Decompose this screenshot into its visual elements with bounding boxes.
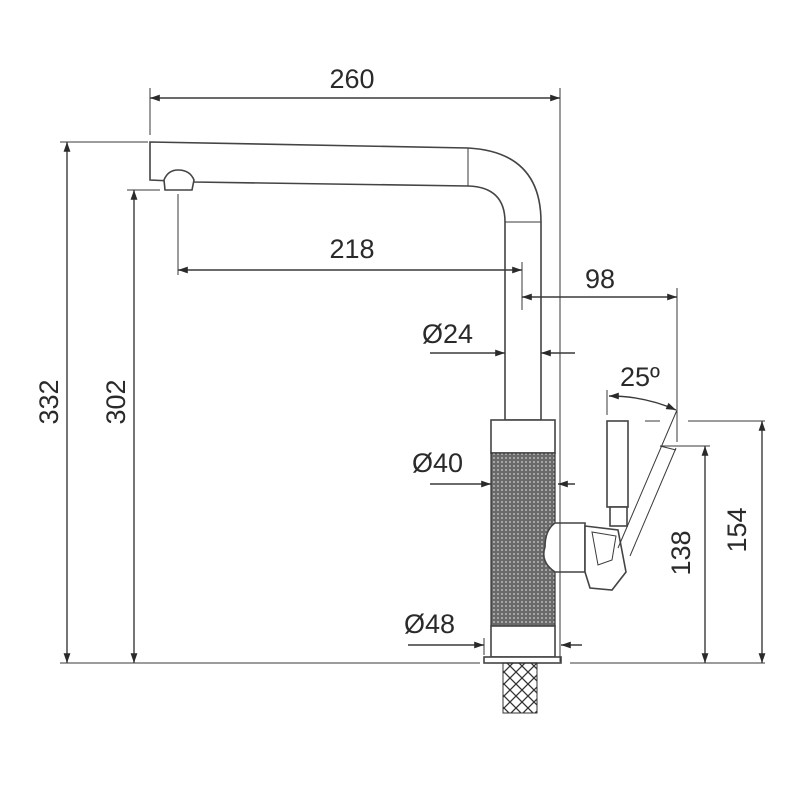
dimension-base-diameter: Ø48 (404, 609, 582, 655)
label-154: 154 (722, 507, 752, 552)
handle-lever-stem (609, 506, 628, 527)
body-top-band (490, 419, 556, 454)
dimension-spout-outlet-height: 302 (101, 189, 160, 663)
base-plate (483, 656, 562, 664)
label-25-deg: 25º (620, 362, 660, 392)
label-d48: Ø48 (404, 609, 455, 639)
handle-hub (542, 522, 586, 573)
dimension-overall-width: 260 (149, 64, 561, 662)
label-260: 260 (329, 64, 374, 94)
dimension-spout-diameter: Ø24 (422, 319, 575, 357)
dimension-spout-reach: 218 (177, 194, 523, 310)
label-d24: Ø24 (422, 319, 473, 349)
label-138: 138 (666, 530, 696, 575)
label-332: 332 (34, 379, 64, 424)
faucet (149, 141, 678, 714)
dimension-handle-angle: 25º (606, 362, 677, 415)
body-base-band (490, 625, 556, 658)
spout (149, 141, 542, 421)
braided-hose (502, 662, 538, 714)
dimension-handle-offset: 98 (522, 264, 678, 442)
body-knurled-grip (490, 452, 556, 627)
label-302: 302 (101, 379, 131, 424)
dimension-handle-top-height: 154 (645, 420, 766, 663)
aerator (163, 169, 195, 191)
label-d40: Ø40 (412, 448, 463, 478)
handle-lever-tilted (617, 409, 678, 557)
dimension-handle-pivot-height: 138 (660, 445, 710, 663)
handle-cartridge-inner (591, 531, 617, 566)
handle-cartridge (584, 525, 627, 591)
dimension-overall-height: 332 (34, 141, 765, 664)
dimension-body-diameter: Ø40 (412, 448, 575, 488)
label-98: 98 (585, 264, 615, 294)
handle-lever (606, 420, 629, 508)
label-218: 218 (329, 234, 374, 264)
